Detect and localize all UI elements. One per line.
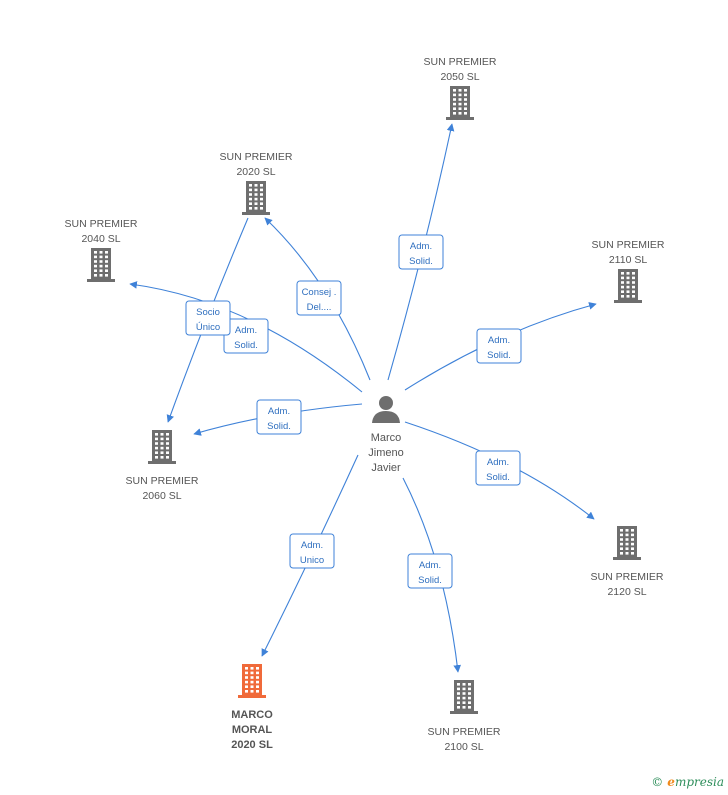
company-node-sp2100[interactable]: SUN PREMIER 2100 SL (428, 680, 501, 753)
brand-initial: e (667, 775, 675, 789)
edge-label-text: Adm. (268, 406, 290, 417)
edges-layer (129, 123, 597, 673)
edge-label-text: Solid. (409, 256, 433, 267)
person-name-line: Jimeno (368, 447, 403, 459)
edge-label-person-sp2110[interactable]: Adm. Solid. (476, 328, 522, 364)
company-name-line: SUN PREMIER (592, 239, 665, 251)
building-icon (450, 680, 478, 714)
edge-label-box (407, 553, 453, 589)
edge-label-text: Adm. (419, 560, 441, 571)
person-name-line: Javier (371, 462, 401, 474)
edge-label-text: Adm. (488, 335, 510, 346)
company-name-line: SUN PREMIER (424, 56, 497, 68)
brand-name: mpresia (674, 775, 724, 789)
company-name-line: SUN PREMIER (220, 151, 293, 163)
building-icon (238, 664, 266, 698)
edge-label-text: Único (196, 322, 220, 333)
edge-label-person-sp2100[interactable]: Adm. Solid. (407, 553, 453, 589)
edge-label-text: Unico (300, 555, 324, 566)
building-icon (613, 526, 641, 560)
company-node-sp2020[interactable]: SUN PREMIER 2020 SL (220, 151, 293, 215)
building-icon (446, 86, 474, 120)
person-name-line: Marco (371, 432, 402, 444)
edge-label-box (289, 533, 335, 569)
company-name-line: MARCO (231, 709, 273, 721)
edge-label-person-sp2060[interactable]: Adm. Solid. (256, 399, 302, 435)
company-node-sp2120[interactable]: SUN PREMIER 2120 SL (591, 526, 664, 598)
edge-label-text: Adm. (487, 457, 509, 468)
edge-label-text: Adm. (301, 540, 323, 551)
company-name-line: 2020 SL (231, 739, 273, 751)
company-name-line: 2060 SL (142, 490, 181, 502)
edge-label-box (296, 280, 342, 316)
edge-label-person-mm2020[interactable]: Adm. Unico (289, 533, 335, 569)
company-name-line: 2120 SL (607, 586, 646, 598)
edge-labels-layer: Adm.Solid.Consej .Del....Adm.Solid.Socio… (185, 234, 522, 589)
edge-label-box (256, 399, 302, 435)
edge-label-person-sp2050[interactable]: Adm. Solid. (398, 234, 444, 270)
company-name-line: 2050 SL (440, 71, 479, 83)
edge-label-person-sp2020[interactable]: Consej . Del.... (296, 280, 342, 316)
edge-label-box (476, 328, 522, 364)
building-icon (148, 430, 176, 464)
company-name-line: 2110 SL (609, 254, 647, 266)
person-icon (372, 396, 400, 423)
edge-label-box (398, 234, 444, 270)
company-name-line: SUN PREMIER (126, 475, 199, 487)
edge-label-text: Adm. (235, 325, 257, 336)
company-name-line: SUN PREMIER (428, 726, 501, 738)
edge-label-text: Solid. (418, 575, 442, 586)
edge-label-box (223, 318, 269, 354)
edge-label-text: Solid. (267, 421, 291, 432)
company-node-mm2020[interactable]: MARCO MORAL 2020 SL (231, 664, 273, 751)
building-icon (242, 181, 270, 215)
company-node-sp2060[interactable]: SUN PREMIER 2060 SL (126, 430, 199, 502)
company-name-line: SUN PREMIER (591, 571, 664, 583)
company-node-sp2050[interactable]: SUN PREMIER 2050 SL (424, 56, 497, 120)
company-node-sp2040[interactable]: SUN PREMIER 2040 SL (65, 218, 138, 282)
edge-label-text: Del.... (307, 302, 332, 313)
company-name-line: SUN PREMIER (65, 218, 138, 230)
building-icon (87, 248, 115, 282)
edge-label-text: Solid. (487, 350, 511, 361)
edge-label-box (185, 300, 231, 336)
company-name-line: 2040 SL (81, 233, 120, 245)
edge-label-text: Solid. (234, 340, 258, 351)
copyright-symbol: © (651, 775, 664, 789)
brand-footer: ©empresia (651, 775, 724, 789)
edge-label-text: Consej . (302, 287, 337, 298)
edge-label-person-sp2040[interactable]: Adm. Solid. (223, 318, 269, 354)
company-name-line: 2020 SL (236, 166, 275, 178)
company-name-line: 2100 SL (444, 741, 483, 753)
edge-label-box (475, 450, 521, 486)
building-icon (614, 269, 642, 303)
edge-label-text: Solid. (486, 472, 510, 483)
company-name-line: MORAL (232, 724, 273, 736)
edge-label-person-sp2120[interactable]: Adm. Solid. (475, 450, 521, 486)
edge-label-text: Socio (196, 307, 220, 318)
company-node-sp2110[interactable]: SUN PREMIER 2110 SL (592, 239, 665, 303)
edge-label-text: Adm. (410, 241, 432, 252)
